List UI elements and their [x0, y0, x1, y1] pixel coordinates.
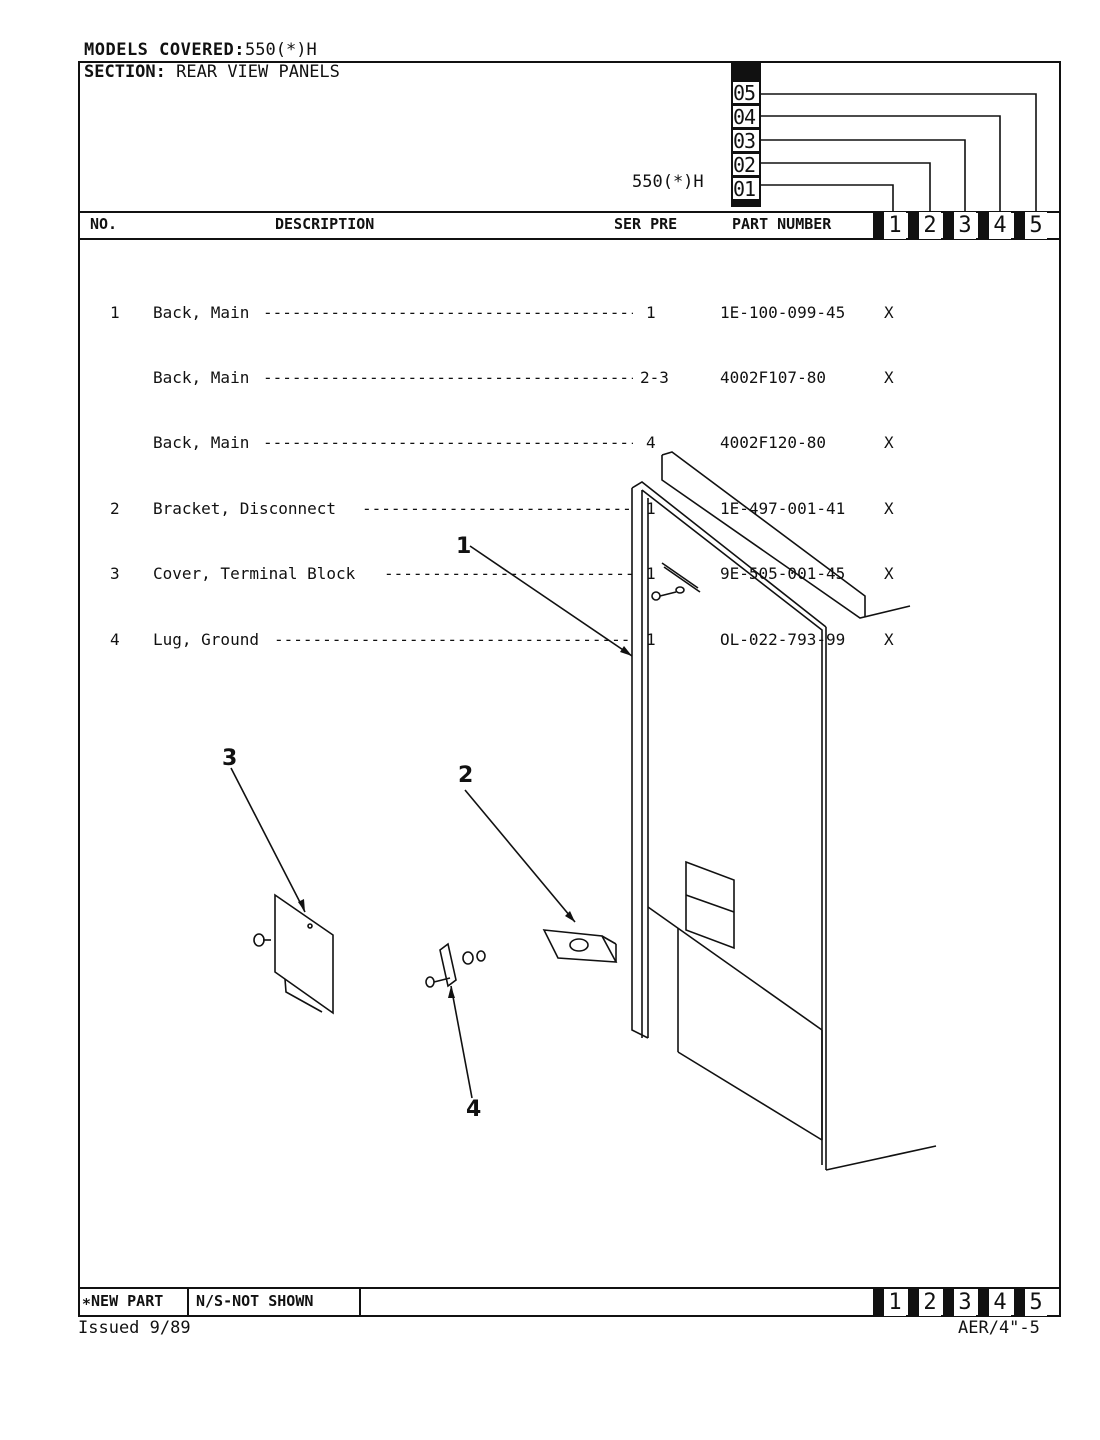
model-col-3: 3	[943, 212, 976, 239]
part-mark: X	[884, 498, 894, 518]
callout-1: 1	[456, 534, 471, 559]
part-ser: 1	[646, 302, 656, 322]
model-code-strip: 05 04 03 02 01	[731, 62, 761, 207]
leader-dashes: --------------------------------	[362, 498, 633, 518]
part-description: Lug, Ground	[153, 629, 259, 649]
footer-divider	[359, 1287, 361, 1317]
footer-model-col-4: 4	[978, 1289, 1011, 1316]
footer-divider	[187, 1287, 189, 1317]
part-mark: X	[884, 302, 894, 322]
page-frame	[78, 61, 1061, 1317]
part-no: 2	[110, 498, 120, 518]
leader-dashes: ----------------------------------------…	[263, 433, 633, 453]
document-reference: AER/4"-5	[958, 1318, 1040, 1338]
callout-arrowheads	[298, 646, 632, 998]
part-no: 3	[110, 564, 120, 584]
model-code: 04	[733, 106, 759, 127]
callout-leaders	[230, 545, 633, 1099]
model-col-5: 5	[1014, 212, 1047, 239]
part-mark: X	[884, 629, 894, 649]
rear-panel-drawing	[631, 451, 937, 1171]
table-row: 3 Cover, Terminal Block ----------------…	[100, 563, 894, 585]
callout-4: 4	[466, 1097, 481, 1122]
part-description: Back, Main	[153, 367, 250, 387]
section-value: REAR VIEW PANELS	[176, 62, 340, 82]
section-line: SECTION: REAR VIEW PANELS	[84, 62, 340, 82]
part-ser: 1	[646, 564, 656, 584]
part-description: Back, Main	[153, 302, 250, 322]
footer-model-col-1: 1	[873, 1289, 906, 1316]
footer-model-col-3: 3	[943, 1289, 976, 1316]
part-mark: X	[884, 367, 894, 387]
part-mark: X	[884, 433, 894, 453]
part-number: 1E-100-099-45	[720, 302, 846, 322]
model-code: 05	[733, 82, 759, 103]
part-no: 1	[110, 302, 120, 322]
model-code: 02	[733, 154, 759, 175]
footer-model-col-5: 5	[1014, 1289, 1047, 1316]
leader-dashes: ----------------------------------------…	[263, 367, 633, 387]
parts-list: 1 Back, Main ---------------------------…	[100, 258, 894, 672]
issued-date: Issued 9/89	[78, 1318, 191, 1338]
table-row: 2 Bracket, Disconnect ------------------…	[100, 498, 894, 520]
table-row: 1 Back, Main ---------------------------…	[100, 302, 894, 324]
part-number: 4002F107-80	[720, 367, 826, 387]
callout-2: 2	[458, 763, 473, 788]
part-number: OL-022-793-99	[720, 629, 846, 649]
table-row: Back, Main -----------------------------…	[100, 367, 894, 389]
section-label: SECTION:	[84, 62, 166, 82]
part-number: 1E-497-001-41	[720, 498, 846, 518]
model-col-1: 1	[873, 212, 906, 239]
part-mark: X	[884, 564, 894, 584]
disconnect-bracket	[542, 929, 618, 963]
leader-dashes: ------------------------------	[384, 564, 633, 584]
models-covered: MODELS COVERED:550(*)H	[84, 40, 317, 60]
callout-3: 3	[222, 746, 237, 771]
part-ser: 4	[646, 433, 656, 453]
ground-lug	[425, 942, 486, 988]
part-description: Bracket, Disconnect	[153, 498, 337, 518]
table-row: Back, Main -----------------------------…	[100, 432, 894, 454]
part-ser: 1	[646, 629, 656, 649]
model-code: 01	[733, 178, 759, 199]
model-name: 550(*)H	[632, 172, 704, 192]
part-description: Back, Main	[153, 433, 250, 453]
footer-bar	[78, 1287, 1061, 1317]
table-row: 4 Lug, Ground --------------------------…	[100, 629, 894, 651]
model-code: 03	[733, 130, 759, 151]
part-ser: 1	[646, 498, 656, 518]
col-ser-pre-header: SER PRE	[614, 215, 678, 233]
part-description: Cover, Terminal Block	[153, 564, 356, 584]
not-shown-legend: N/S-NOT SHOWN	[196, 1292, 314, 1310]
footer-model-col-2: 2	[908, 1289, 941, 1316]
part-no: 4	[110, 629, 120, 649]
models-covered-value: 550(*)H	[245, 40, 317, 60]
leader-dashes: ----------------------------------------…	[263, 302, 633, 322]
col-no-header: NO.	[90, 215, 118, 233]
part-ser: 2-3	[640, 367, 669, 387]
model-col-4: 4	[978, 212, 1011, 239]
col-part-number-header: PART NUMBER	[732, 215, 832, 233]
terminal-block-cover	[253, 893, 334, 1015]
col-description-header: DESCRIPTION	[275, 215, 375, 233]
new-part-legend: ∗NEW PART	[82, 1292, 164, 1310]
part-number: 4002F120-80	[720, 433, 826, 453]
model-col-2: 2	[908, 212, 941, 239]
leader-dashes: ----------------------------------------…	[274, 629, 633, 649]
column-header-bar	[78, 211, 1061, 240]
models-covered-label: MODELS COVERED:	[84, 40, 246, 60]
model-code-leader-lines	[760, 93, 1037, 212]
